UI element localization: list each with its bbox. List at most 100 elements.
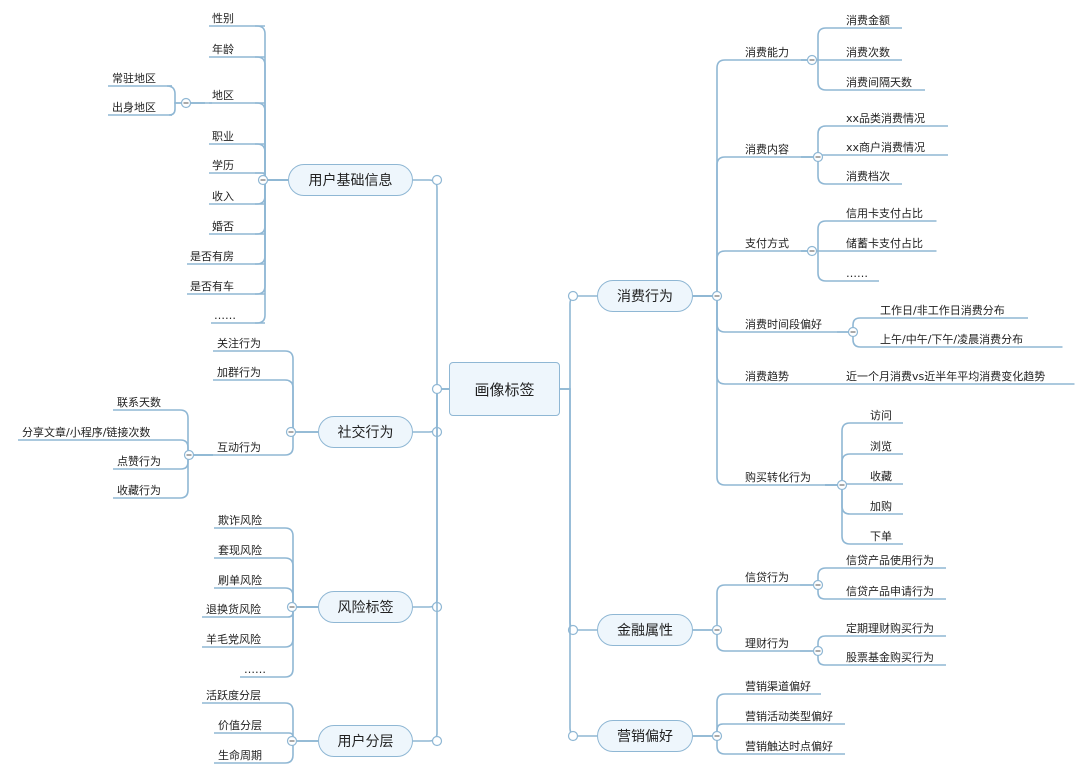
leaf-item[interactable]: 联系天数 xyxy=(117,396,161,409)
connector xyxy=(284,587,318,608)
leaf-item[interactable]: 消费间隔天数 xyxy=(846,76,912,89)
leaf-item[interactable]: 理财行为 xyxy=(745,637,789,650)
leaf-item[interactable]: 学历 xyxy=(212,159,234,172)
connector xyxy=(693,295,726,385)
leaf-item[interactable]: 分享文章/小程序/链接次数 xyxy=(22,426,151,439)
leaf-item[interactable]: 信贷行为 xyxy=(745,571,789,584)
leaf-item[interactable]: 信贷产品使用行为 xyxy=(846,554,934,567)
leaf-item[interactable]: …… xyxy=(846,267,868,280)
connector xyxy=(255,179,288,265)
leaf-item[interactable]: 消费能力 xyxy=(745,46,789,59)
leaf-item[interactable]: 收藏行为 xyxy=(117,484,161,497)
leaf-item[interactable]: 浏览 xyxy=(870,440,892,453)
leaf-item[interactable]: 消费档次 xyxy=(846,170,890,183)
leaf-item[interactable]: 营销渠道偏好 xyxy=(745,680,811,693)
leaf-item[interactable]: 互动行为 xyxy=(217,441,261,454)
expand-handle[interactable] xyxy=(567,290,579,302)
expand-handle[interactable] xyxy=(431,174,443,186)
leaf-item[interactable]: 出身地区 xyxy=(112,101,156,114)
connector xyxy=(255,179,288,235)
leaf-item[interactable]: 羊毛党风险 xyxy=(206,633,261,646)
leaf-item[interactable]: 地区 xyxy=(212,89,234,102)
leaf-item[interactable]: 是否有房 xyxy=(190,250,234,263)
category-2[interactable]: 社交行为 xyxy=(318,416,413,448)
leaf-item[interactable]: 职业 xyxy=(212,130,234,143)
leaf-item[interactable]: 近一个月消费vs近半年平均消费变化趋势 xyxy=(846,370,1046,383)
connector xyxy=(693,629,726,652)
leaf-item[interactable]: xx商户消费情况 xyxy=(846,141,926,154)
root-node[interactable]: 画像标签 xyxy=(449,362,560,416)
leaf-item[interactable]: 信贷产品申请行为 xyxy=(846,585,934,598)
leaf-item[interactable]: 上午/中午/下午/凌晨消费分布 xyxy=(880,333,1024,346)
leaf-item[interactable]: 刷单风险 xyxy=(218,574,262,587)
connector xyxy=(284,740,318,764)
leaf-item[interactable]: 点赞行为 xyxy=(117,455,161,468)
connector xyxy=(413,388,449,742)
connector xyxy=(284,431,318,456)
connector xyxy=(801,156,842,185)
leaf-item[interactable]: xx品类消费情况 xyxy=(846,112,926,125)
leaf-item[interactable]: 信用卡支付占比 xyxy=(846,207,923,220)
connector xyxy=(801,220,842,252)
connector xyxy=(166,85,205,104)
leaf-item[interactable]: …… xyxy=(214,309,236,322)
leaf-item[interactable]: 关注行为 xyxy=(217,337,261,350)
connector xyxy=(837,317,876,333)
leaf-item[interactable]: 消费内容 xyxy=(745,143,789,156)
expand-handle[interactable] xyxy=(431,383,443,395)
leaf-item[interactable]: 常驻地区 xyxy=(112,72,156,85)
connector xyxy=(801,27,842,61)
connector xyxy=(693,584,726,631)
leaf-item[interactable]: 消费趋势 xyxy=(745,370,789,383)
leaf-item[interactable]: 退换货风险 xyxy=(206,603,261,616)
leaf-item[interactable]: 价值分层 xyxy=(218,719,262,732)
category-r2[interactable]: 金融属性 xyxy=(597,614,693,646)
category-r1[interactable]: 消费行为 xyxy=(597,280,693,312)
leaf-item[interactable]: 营销活动类型偏好 xyxy=(745,710,833,723)
connector xyxy=(560,295,597,390)
leaf-item[interactable]: 年龄 xyxy=(212,43,234,56)
connector xyxy=(800,567,842,586)
category-r3[interactable]: 营销偏好 xyxy=(597,720,693,752)
leaf-item[interactable]: 收藏 xyxy=(870,470,892,483)
connector xyxy=(800,584,842,600)
leaf-item[interactable]: 购买转化行为 xyxy=(745,471,811,484)
leaf-item[interactable]: 生命周期 xyxy=(218,749,262,762)
leaf-item[interactable]: 访问 xyxy=(870,409,892,422)
leaf-item[interactable]: 婚否 xyxy=(212,220,234,233)
leaf-item[interactable]: 是否有车 xyxy=(190,280,234,293)
leaf-item[interactable]: 加购 xyxy=(870,500,892,513)
leaf-item[interactable]: 股票基金购买行为 xyxy=(846,651,934,664)
connector xyxy=(284,379,318,433)
leaf-item[interactable]: 工作日/非工作日消费分布 xyxy=(880,304,1005,317)
connector xyxy=(837,331,876,348)
connector xyxy=(413,388,449,608)
connector xyxy=(801,250,842,282)
leaf-item[interactable]: 消费金额 xyxy=(846,14,890,27)
category-1[interactable]: 用户基础信息 xyxy=(288,164,413,196)
expand-handle[interactable] xyxy=(431,735,443,747)
expand-handle[interactable] xyxy=(567,730,579,742)
category-3-label: 风险标签 xyxy=(337,600,394,616)
leaf-item[interactable]: 套现风险 xyxy=(218,544,262,557)
category-4[interactable]: 用户分层 xyxy=(318,725,413,757)
leaf-item[interactable]: 活跃度分层 xyxy=(206,689,261,702)
leaf-item[interactable]: 收入 xyxy=(212,190,234,203)
leaf-item[interactable]: …… xyxy=(244,663,266,676)
connector xyxy=(825,422,866,486)
category-3[interactable]: 风险标签 xyxy=(318,591,413,623)
leaf-item[interactable]: 营销触达时点偏好 xyxy=(745,740,833,753)
leaf-item[interactable]: 支付方式 xyxy=(745,237,789,250)
leaf-item[interactable]: 欺诈风险 xyxy=(218,514,262,527)
connector xyxy=(560,388,597,737)
connector xyxy=(825,484,866,515)
leaf-item[interactable]: 性别 xyxy=(212,12,234,25)
leaf-item[interactable]: 储蓄卡支付占比 xyxy=(846,237,923,250)
leaf-item[interactable]: 加群行为 xyxy=(217,366,261,379)
leaf-item[interactable]: 消费时间段偏好 xyxy=(745,318,822,331)
leaf-item[interactable]: 定期理财购买行为 xyxy=(846,622,934,635)
leaf-item[interactable]: 下单 xyxy=(870,530,892,543)
leaf-item[interactable]: 消费次数 xyxy=(846,46,890,59)
